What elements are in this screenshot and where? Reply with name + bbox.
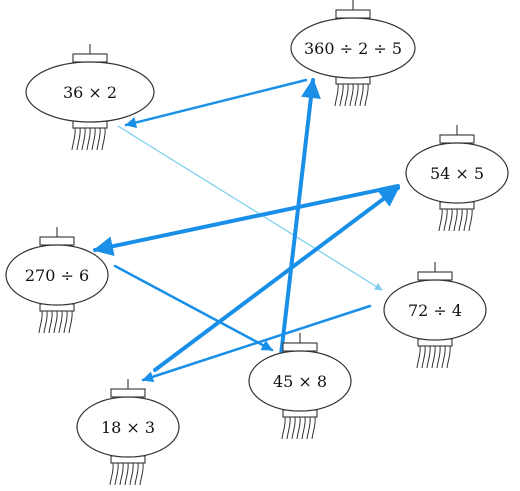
lantern-tassels [109, 462, 144, 486]
lantern-l3: 54 × 5 [405, 125, 509, 232]
arrow-l6-to-l2 [279, 78, 321, 357]
lantern-label: 360 ÷ 2 ÷ 5 [304, 39, 402, 58]
lantern-l2: 360 ÷ 2 ÷ 5 [290, 0, 416, 107]
arrow-l2-to-l1 [124, 78, 308, 129]
lantern-tassels [438, 208, 473, 232]
lantern-top-cap [439, 134, 475, 144]
lantern-tassels [334, 83, 369, 107]
lantern-l1: 36 × 2 [25, 44, 155, 151]
lantern-body [5, 244, 109, 306]
lantern-top-cap [39, 236, 75, 246]
lantern-label: 54 × 5 [430, 164, 484, 183]
lantern-l7: 18 × 3 [76, 379, 180, 486]
lantern-top-cap [417, 271, 453, 281]
lantern-label: 36 × 2 [63, 83, 117, 102]
lantern-tassels [416, 345, 451, 369]
lantern-label: 45 × 8 [273, 372, 327, 391]
lantern-label: 270 ÷ 6 [25, 266, 89, 285]
lantern-top-cap [72, 53, 108, 63]
arrow-l7-to-l3 [153, 186, 400, 372]
lantern-l5: 72 ÷ 4 [383, 262, 487, 369]
lantern-body [248, 350, 352, 412]
arrow-l5-to-l7 [141, 304, 372, 383]
lantern-label: 18 × 3 [101, 418, 155, 437]
lantern-body [25, 61, 155, 123]
lantern-l4: 270 ÷ 6 [5, 227, 109, 334]
lantern-label: 72 ÷ 4 [408, 301, 462, 320]
arrow-l4-to-l6 [113, 264, 274, 352]
lantern-tassels [71, 127, 106, 151]
lantern-tassels [281, 416, 316, 440]
arrow-l1-to-l5 [117, 125, 383, 291]
lantern-top-cap [110, 388, 146, 398]
lantern-top-cap [282, 342, 318, 352]
lantern-body [290, 17, 416, 79]
arrows-layer [93, 78, 400, 383]
lantern-body [76, 396, 180, 458]
lantern-tassels [38, 310, 73, 334]
lanterns-layer: 36 × 2 360 ÷ 2 ÷ 5 54 × 5 270 ÷ 6 72 ÷ 4 45 ×… [5, 0, 509, 486]
lantern-body [383, 279, 487, 341]
arrow-l3-to-l4 [93, 184, 400, 257]
lantern-l6: 45 × 8 [248, 333, 352, 440]
lantern-body [405, 142, 509, 204]
lantern-top-cap [335, 9, 371, 19]
